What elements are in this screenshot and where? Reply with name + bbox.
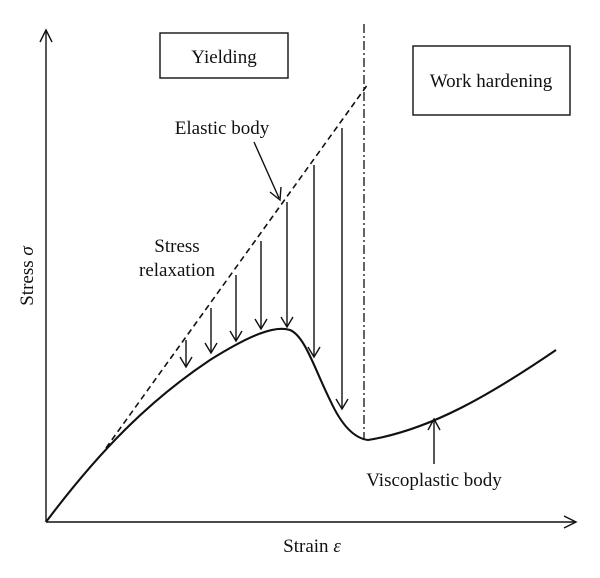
- elastic-body-label: Elastic body: [175, 118, 270, 139]
- strain-symbol: ε: [333, 536, 341, 557]
- relaxation-arrowhead: [204, 342, 218, 355]
- y-axis-label: Stress σ: [17, 246, 38, 306]
- viscoplastic-pointer: [427, 417, 441, 464]
- relaxation-arrowhead: [307, 346, 321, 359]
- x-axis-label: Strain ε: [283, 536, 341, 557]
- work-hardening-frame: [412, 45, 571, 116]
- viscoplastic-body-label: Viscoplastic body: [366, 470, 502, 491]
- elastic-body-arrowhead: [269, 186, 282, 202]
- stress-relaxation-label-line2: relaxation: [139, 260, 215, 281]
- elastic-body-pointer: [253, 141, 282, 202]
- yielding-box: Yielding: [159, 32, 289, 79]
- relaxation-arrowhead: [254, 318, 268, 331]
- stress-relaxation-arrows: [179, 128, 349, 411]
- stress-strain-curve: [45, 327, 557, 523]
- work-hardening-box: Work hardening: [412, 45, 571, 116]
- yielding-label: Yielding: [191, 47, 257, 68]
- elastic-body-arrow: [253, 141, 280, 199]
- elastic-body-line: [105, 83, 369, 449]
- stress-symbol: σ: [17, 246, 38, 256]
- relaxation-arrowhead: [229, 330, 243, 343]
- x-axis-arrowhead: [563, 515, 578, 529]
- yielding-frame: [159, 32, 289, 79]
- x-axis-label-text: Strain: [283, 536, 333, 557]
- y-axis-arrowhead: [39, 28, 53, 43]
- axes: [39, 28, 578, 529]
- viscoplastic-arrowhead: [427, 417, 441, 431]
- work-hardening-label: Work hardening: [430, 71, 553, 92]
- stress-relaxation-label-line1: Stress: [154, 236, 199, 257]
- relaxation-arrowhead: [280, 316, 294, 329]
- relaxation-arrowhead: [335, 398, 349, 411]
- relaxation-arrowhead: [179, 356, 193, 369]
- y-axis-label-text: Stress: [17, 256, 38, 306]
